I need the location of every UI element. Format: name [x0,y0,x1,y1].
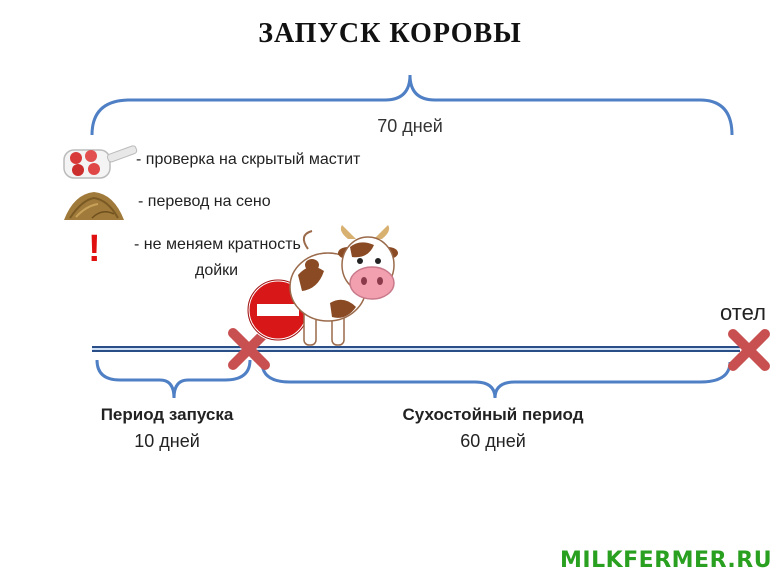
exclamation-icon: ! [88,228,101,270]
dry-period-title: Сухостойный период [402,405,584,424]
brand-logo: MILKFERMER.RU [560,548,773,573]
legend-milking-text-line2: дойки [195,262,239,279]
hay-icon [64,192,124,220]
top-brace [90,74,734,136]
dry-period-brace [260,361,732,399]
legend-hay-text: - перевод на сено [138,193,271,210]
calving-label: отел [720,300,766,325]
start-cross-icon [228,328,270,370]
cow-illustration [289,225,398,346]
page-title: ЗАПУСК КОРОВЫ [258,18,522,49]
launch-period-days: 10 дней [134,431,200,451]
legend-mastitis-text: - проверка на скрытый мастит [136,151,361,168]
launch-period-title: Период запуска [100,405,234,424]
legend-milking-text-line1: - не меняем кратность [134,236,301,253]
total-period-label: 70 дней [377,116,443,136]
mastitis-test-paddle-icon [63,145,138,179]
launch-period-brace [95,359,252,399]
calving-cross-icon [728,329,770,371]
dry-period-days: 60 дней [460,431,526,451]
